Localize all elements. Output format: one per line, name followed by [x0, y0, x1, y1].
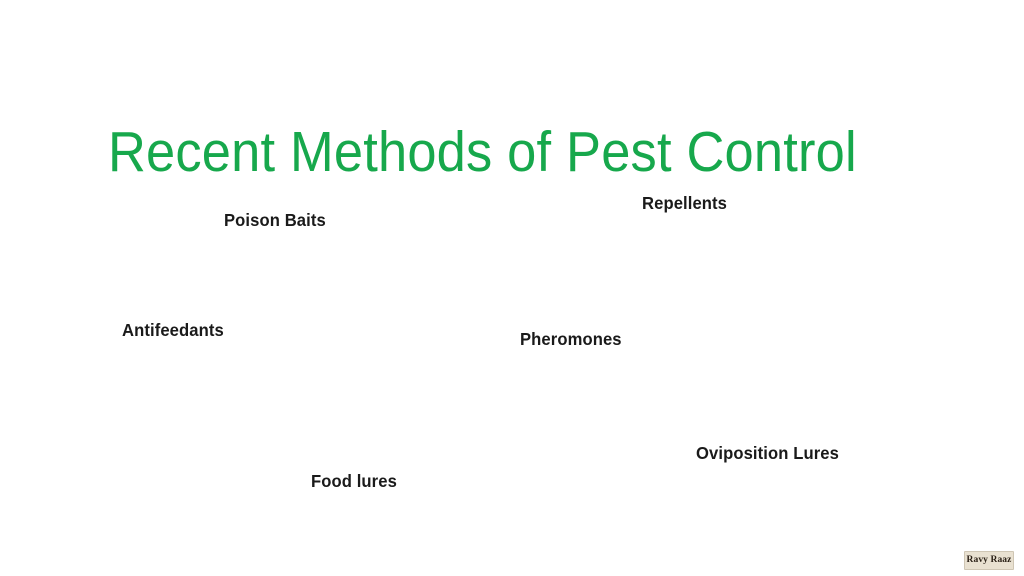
- method-label-oviposition-lures: Oviposition Lures: [696, 443, 839, 463]
- method-label-pheromones: Pheromones: [520, 329, 622, 349]
- watermark-text: Ravy Raaz: [966, 554, 1012, 565]
- method-label-poison-baits: Poison Baits: [224, 210, 326, 230]
- page-title: Recent Methods of Pest Control: [108, 120, 857, 185]
- method-label-repellents: Repellents: [642, 193, 728, 213]
- method-label-food-lures: Food lures: [311, 471, 397, 491]
- watermark: Ravy Raaz: [964, 551, 1014, 570]
- method-label-antifeedants: Antifeedants: [122, 320, 224, 340]
